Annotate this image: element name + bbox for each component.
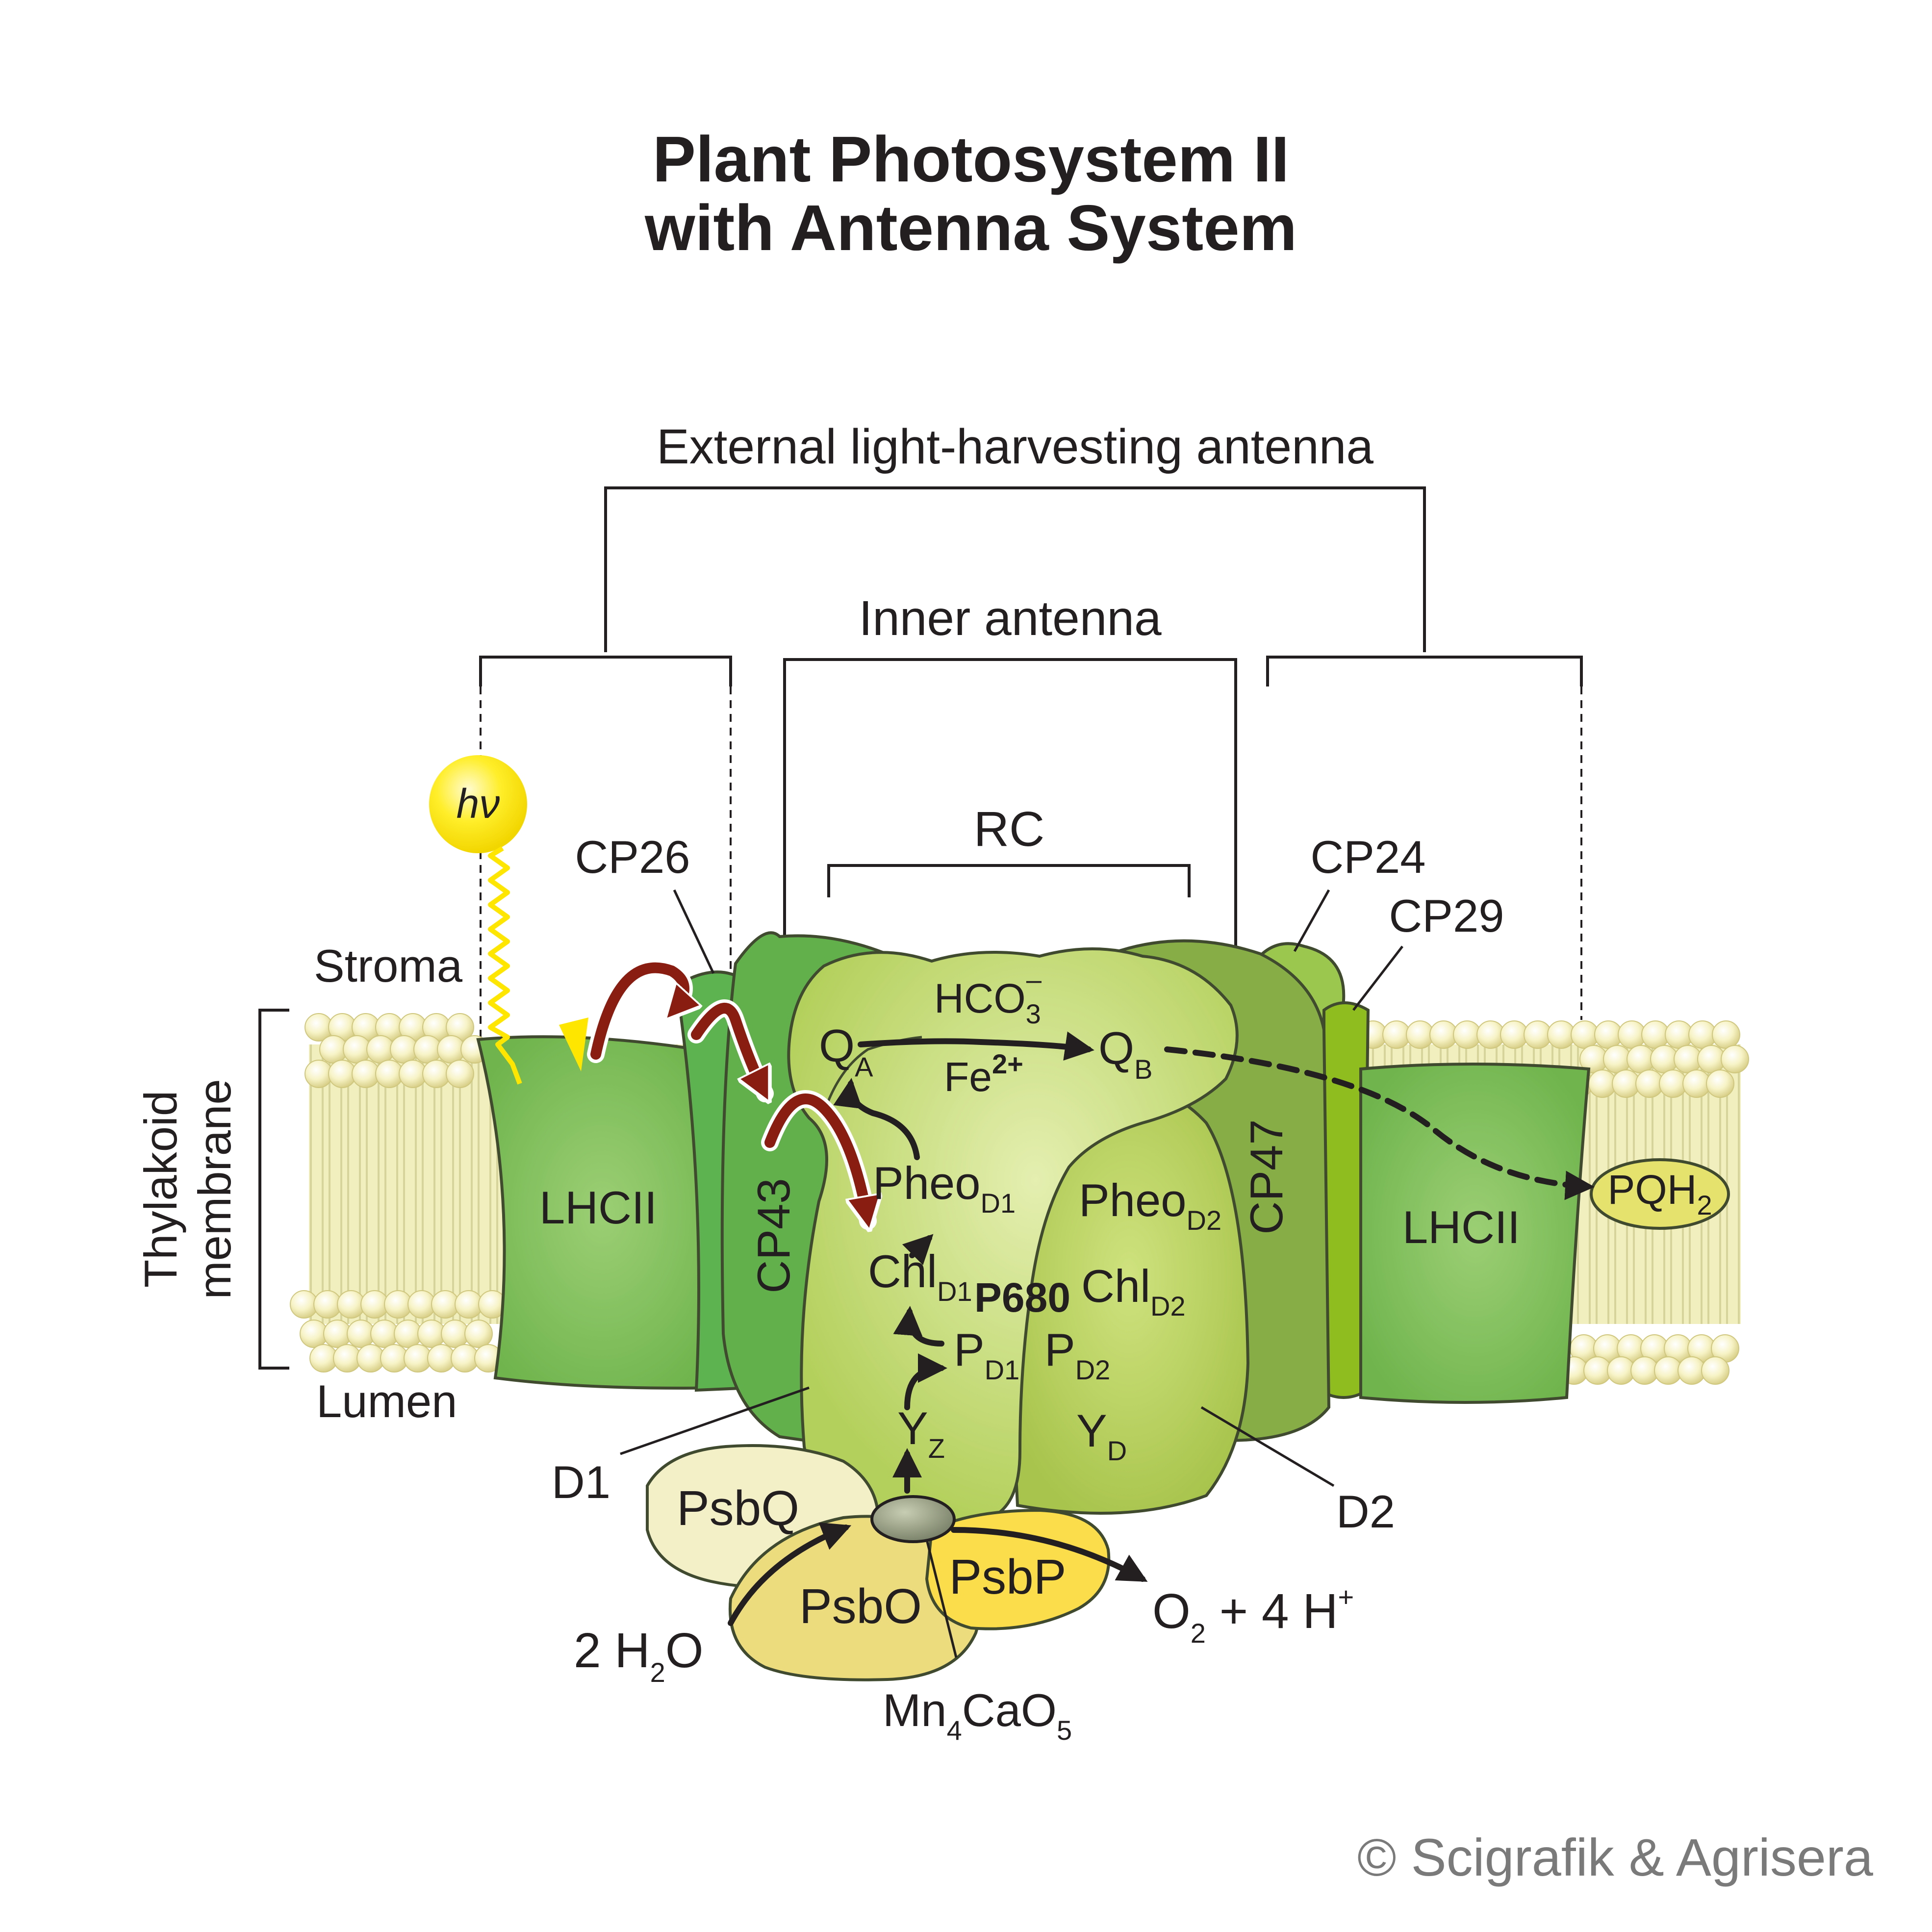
qa-label: QA	[819, 1020, 873, 1082]
d2-label: D2	[1336, 1486, 1395, 1537]
stroma-label: Stroma	[314, 940, 463, 991]
cp29-leader	[1352, 945, 1403, 1011]
psbp	[925, 1508, 1111, 1630]
lipid-head	[1712, 1020, 1740, 1049]
psbq-label: PsbQ	[677, 1481, 799, 1536]
membrane-bracket	[258, 1009, 289, 1370]
inner-antenna-label: Inner antenna	[859, 591, 1162, 646]
rc-bracket	[827, 864, 1191, 897]
dashed-guides	[480, 686, 1582, 1040]
arrow-pheod1-to-qa	[833, 1078, 920, 1160]
electron-transfer-arrows	[728, 1031, 1595, 1626]
p-d1-label: PD1	[954, 1324, 1019, 1385]
arrow-pd1-to-chld1	[893, 1306, 944, 1347]
water-label: 2 H2O	[574, 1623, 704, 1688]
energy-arrow-3	[764, 1093, 868, 1221]
cp26-label: CP26	[575, 831, 690, 883]
lipid-heads-bottom	[290, 1290, 1739, 1385]
left-external-bracket	[479, 656, 732, 686]
photon-wave	[488, 846, 522, 1085]
photon-sun	[429, 755, 527, 853]
antenna-brackets	[479, 486, 1583, 946]
lipid-head	[446, 1060, 474, 1088]
pheo-d1-label: PheoD1	[873, 1157, 1016, 1219]
lipid-head	[1721, 1045, 1749, 1073]
title-line-2: with Antenna System	[644, 192, 1297, 264]
lhcii-left-label: LHCII	[539, 1182, 657, 1233]
energy-arrow-2	[691, 1003, 765, 1093]
arrow-o2-out	[951, 1527, 1148, 1582]
cp24-leader	[1293, 889, 1330, 952]
inner-antenna-bracket	[783, 658, 1237, 946]
rc-label: RC	[974, 802, 1044, 857]
copyright: © Scigrafik & Agrisera	[1357, 1828, 1874, 1887]
d1-label: D1	[552, 1456, 610, 1508]
psbp-label: PsbP	[949, 1550, 1066, 1604]
photon-label: hν	[457, 781, 500, 827]
pheo-d2-label: PheoD2	[1079, 1174, 1221, 1236]
mn-cluster	[870, 1495, 956, 1543]
lhcii-right	[1359, 1063, 1591, 1404]
p-d2-label: PD2	[1044, 1324, 1110, 1385]
cp47-label: CP47	[1241, 1119, 1292, 1234]
energy-arrow-1	[590, 962, 684, 1060]
energy-transfer-arrows	[587, 959, 868, 1221]
arrow-qb-to-pqh2	[1164, 1046, 1595, 1200]
thylakoid-label-2: membrane	[189, 1079, 240, 1299]
title-line-1: Plant Photosystem II	[653, 123, 1289, 195]
mn-cluster-label: Mn4CaO5	[883, 1684, 1072, 1746]
psbo-label: PsbO	[799, 1579, 922, 1634]
chl-d2-label: ChlD2	[1081, 1260, 1186, 1322]
right-external-bracket	[1266, 656, 1583, 686]
cp29-label: CP29	[1389, 890, 1504, 941]
cp43-label: CP43	[748, 1178, 799, 1293]
p680-label: P680	[974, 1274, 1070, 1321]
cp26-leader	[673, 889, 715, 974]
products-label: O2 + 4 H+	[1152, 1581, 1354, 1649]
external-antenna-label: External light-harvesting antenna	[657, 419, 1373, 474]
lipid-head	[1701, 1356, 1729, 1385]
external-antenna-bracket	[604, 486, 1426, 652]
yd-label: YD	[1076, 1405, 1127, 1466]
arrow-water-in	[728, 1522, 852, 1626]
fe-label: Fe2+	[944, 1048, 1023, 1100]
lipid-head	[1706, 1069, 1734, 1098]
pqh2-label: PQH2	[1607, 1167, 1712, 1220]
lumen-label: Lumen	[316, 1375, 457, 1427]
qb-label: QB	[1098, 1022, 1152, 1085]
lipid-head	[464, 1320, 493, 1348]
arrow-yz-to-pd1	[904, 1353, 947, 1410]
d1	[787, 947, 1239, 1528]
photon-arrowhead	[559, 1017, 588, 1071]
cp24-label: CP24	[1310, 831, 1425, 883]
chl-d1-label: ChlD1	[868, 1246, 972, 1307]
thylakoid-label-1: Thylakoid	[135, 1091, 186, 1288]
yz-label: YZ	[897, 1402, 945, 1464]
d2-leader	[1200, 1406, 1335, 1487]
mn-leader	[925, 1539, 958, 1658]
arrow-qa-to-qb	[858, 1031, 1094, 1061]
d1-leader	[620, 1386, 810, 1455]
arrow-chld1-to-pheod1	[902, 1234, 934, 1266]
hco3-label: HCO3–	[934, 964, 1042, 1029]
lhcii-right-label: LHCII	[1402, 1201, 1520, 1253]
